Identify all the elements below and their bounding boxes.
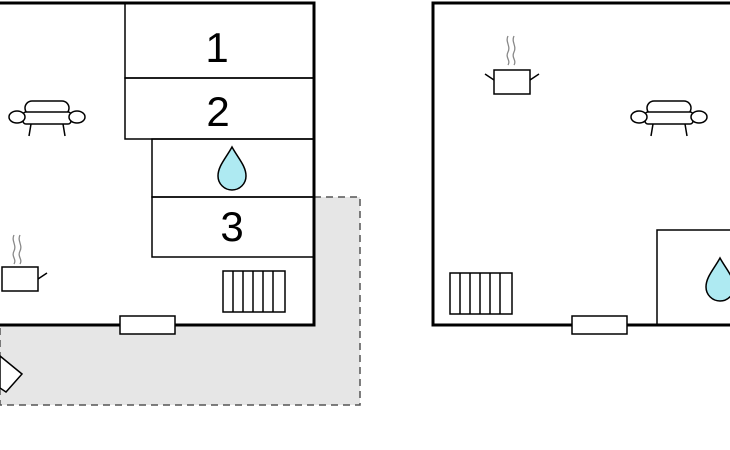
room-1-label: 1: [205, 24, 228, 71]
room-2-label: 2: [206, 88, 229, 135]
window-icon: [119, 315, 176, 335]
cooking-pot-icon: [1, 234, 48, 292]
terrace: [0, 196, 361, 406]
sofa-icon: [8, 100, 86, 137]
room-3-box: [151, 196, 315, 258]
radiator-icon: [449, 272, 513, 315]
deckchair-icon: [0, 355, 24, 393]
radiator-icon: [222, 270, 286, 313]
floor-right: [431, 1, 730, 335]
room-3-label: 3: [220, 203, 243, 250]
sofa-icon: [630, 100, 708, 137]
window-icon: [571, 315, 628, 335]
bath-box-right: [656, 229, 730, 325]
cooking-pot-icon: [484, 35, 540, 95]
water-drop-icon: [705, 256, 730, 302]
water-drop-icon: [217, 145, 247, 191]
floor-left: 1 2 3: [0, 1, 361, 406]
